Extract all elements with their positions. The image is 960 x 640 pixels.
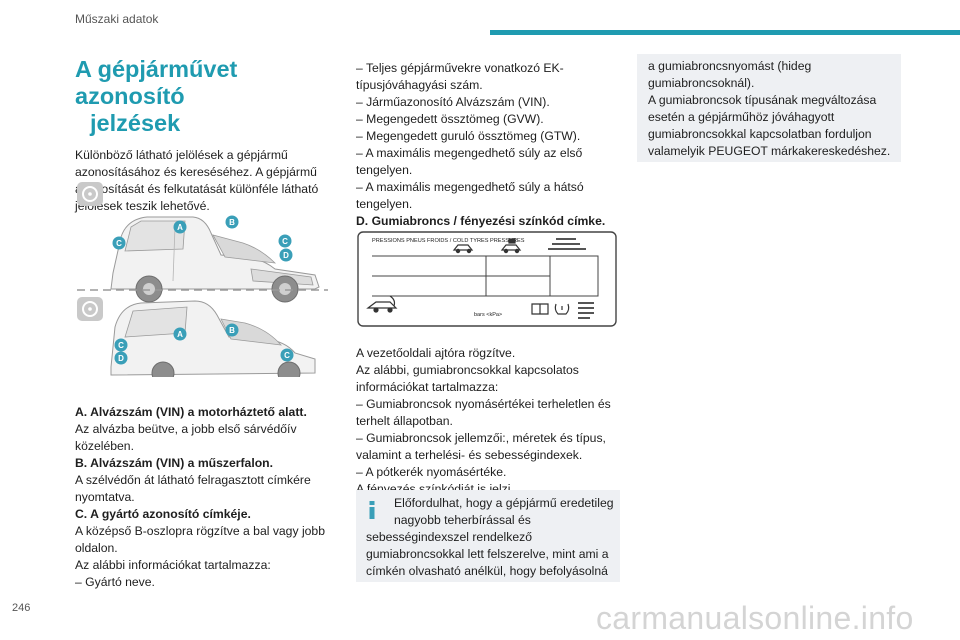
steering-wheel-icon-2: [77, 297, 103, 321]
svg-text:C: C: [282, 237, 288, 246]
col1-tail-0: Az alábbi információkat tartalmazza:: [75, 558, 271, 572]
steering-wheel-icon: [77, 182, 103, 206]
item-c-text: A középső B-oszlopra rögzítve a bal vagy…: [75, 524, 325, 555]
svg-text:D: D: [283, 251, 289, 260]
item-b-text: A szélvédőn át látható felragasztott cím…: [75, 473, 311, 504]
book-icon: [531, 303, 549, 315]
badge-c-bottom-left: C: [114, 338, 128, 352]
col1-tail-1: – Gyártó neve.: [75, 575, 155, 589]
list-item: – Járműazonosító Alvázszám (VIN).: [356, 95, 550, 109]
header-rule: [490, 30, 960, 35]
item-a-text: Az alvázba beütve, a jobb első sárvédőív…: [75, 422, 297, 453]
note-line-2: nagyobb teherbírással és: [394, 513, 531, 527]
note-line-1: Előfordulhat, hogy a gépjármű eredetileg: [394, 496, 614, 510]
page-number: 246: [12, 602, 31, 614]
column-2: – Teljes gépjárművekre vonatkozó EK-típu…: [356, 60, 618, 230]
list-item: – A maximális megengedhető súly az első …: [356, 146, 583, 177]
list-item: – A maximális megengedhető súly a hátsó …: [356, 180, 584, 211]
column-1: A gépjárművet azonosító jelzések Különbö…: [75, 56, 330, 215]
badge-a-top: A: [173, 220, 187, 234]
col2-after-4: – A pótkerék nyomásértéke.: [356, 465, 507, 479]
svg-text:B: B: [229, 218, 235, 227]
van-rear-illustration: [110, 300, 316, 377]
spare-wheel-car-icon: [366, 295, 398, 313]
list-item: – Megengedett guruló össztömeg (GTW).: [356, 129, 581, 143]
col2-after-0: A vezetőoldali ajtóra rögzítve.: [356, 346, 516, 360]
badge-b-bottom: B: [225, 323, 239, 337]
tyre-pressure-label-illustration: PRESSIONS PNEUS FROIDS / COLD TYRES PRES…: [357, 231, 617, 327]
vehicle-identification-illustration: A B C C D A B C D C: [77, 182, 328, 377]
section-title-line1: A gépjárművet azonosító: [75, 56, 238, 109]
svg-text:D: D: [118, 354, 124, 363]
svg-text:A: A: [177, 223, 183, 232]
badge-c-top-right: C: [278, 234, 292, 248]
info-icon: [369, 501, 375, 519]
car-loaded-icon: [452, 238, 522, 254]
info-note-continued: a gumiabroncsnyomást (hideg gumiabroncso…: [637, 54, 901, 162]
column-1-items: A. Alvázszám (VIN) a motorháztető alatt.…: [75, 404, 330, 591]
badge-b-top: B: [225, 215, 239, 229]
note2-text-1: a gumiabroncsnyomást (hideg gumiabroncso…: [648, 59, 812, 90]
tyre-warning-icon: [554, 303, 570, 315]
label-translation-text: [548, 238, 586, 250]
van-front-illustration: [110, 216, 320, 303]
col2-after-3: – Gumiabroncsok jellemzői:, méretek és t…: [356, 431, 606, 462]
tyre-label-title: PRESSIONS PNEUS FROIDS / COLD TYRES PRES…: [372, 238, 525, 244]
tyre-label-units: bars <kPa>: [474, 312, 502, 318]
note2-text-2: A gumiabroncsok típusának megváltozása e…: [648, 93, 891, 158]
col2-after-2: – Gumiabroncsok nyomásértékei terheletle…: [356, 397, 611, 428]
badge-c-bottom-right: C: [280, 348, 294, 362]
label-code-text: [578, 302, 594, 319]
watermark: carmanualsonline.info: [596, 600, 914, 636]
list-item: – Megengedett össztömeg (GVW).: [356, 112, 544, 126]
svg-text:A: A: [177, 330, 183, 339]
svg-text:C: C: [118, 341, 124, 350]
section-title-line2: jelzések: [90, 110, 181, 136]
item-d-heading: D. Gumiabroncs / fényezési színkód címke…: [356, 214, 606, 228]
item-a-heading: A. Alvázszám (VIN) a motorháztető alatt.: [75, 405, 307, 419]
note-rest: sebességindexszel rendelkező gumiabroncs…: [366, 530, 609, 578]
svg-text:B: B: [229, 326, 235, 335]
svg-text:C: C: [116, 239, 122, 248]
intro-paragraph: Különböző látható jelölések a gépjármű a…: [75, 148, 319, 213]
col2-after-1: Az alábbi, gumiabroncsokkal kapcsolatos …: [356, 363, 579, 394]
svg-text:C: C: [284, 351, 290, 360]
item-b-heading: B. Alvázszám (VIN) a műszerfalon.: [75, 456, 273, 470]
list-item: – Teljes gépjárművekre vonatkozó EK-típu…: [356, 61, 564, 92]
badge-c-top-left: C: [112, 236, 126, 250]
badge-d-bottom: D: [114, 351, 128, 365]
info-note: Előfordulhat, hogy a gépjármű eredetileg…: [356, 490, 620, 582]
item-c-heading: C. A gyártó azonosító címkéje.: [75, 507, 251, 521]
section-title: A gépjárművet azonosító jelzések: [75, 56, 330, 137]
badge-d-top: D: [279, 248, 293, 262]
badge-a-bottom: A: [173, 327, 187, 341]
column-2-after: A vezetőoldali ajtóra rögzítve. Az alább…: [356, 345, 618, 498]
running-header: Műszaki adatok: [75, 12, 159, 26]
